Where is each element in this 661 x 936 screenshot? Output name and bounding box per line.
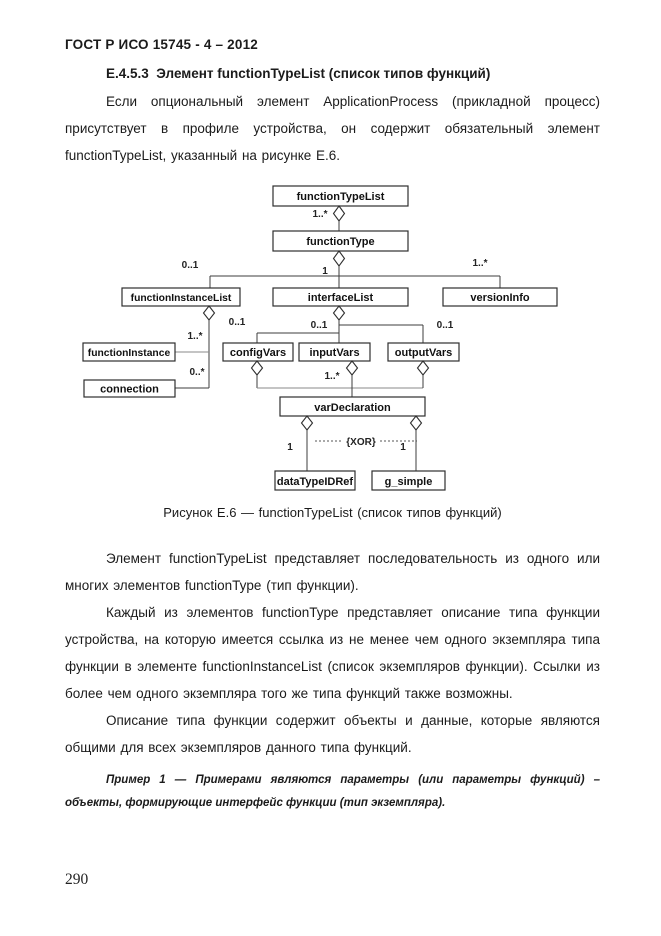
uml-class-functionInstanceList: functionInstanceList <box>121 287 241 307</box>
uml-class-label: functionInstanceList <box>131 293 232 304</box>
aggregation-diamond <box>202 305 216 321</box>
multiplicity-label: 1..* <box>312 209 327 220</box>
multiplicity-label: 0..1 <box>229 317 246 328</box>
multiplicity-label: 0..* <box>189 367 204 378</box>
uml-class-functionType: functionType <box>272 230 409 252</box>
figure-caption: Рисунок Е.6 — functionTypeList (список т… <box>163 505 502 520</box>
uml-class-g_simple: g_simple <box>371 470 446 491</box>
uml-class-functionTypeList: functionTypeList <box>272 185 409 207</box>
multiplicity-labels: 1..* 1 0..1 1..* 0..1 1..* 0..* 0..1 0..… <box>182 209 488 453</box>
xor-constraint-label: {XOR} <box>346 437 376 448</box>
multiplicity-label: 0..1 <box>311 320 328 331</box>
aggregation-diamond <box>332 305 346 321</box>
paragraph-after-figure-1: Элемент functionTypeList представляет по… <box>65 551 600 593</box>
uml-class-configVars: configVars <box>222 342 294 362</box>
aggregation-diamond <box>409 415 423 431</box>
multiplicity-label: 0..1 <box>437 320 454 331</box>
figure-e6: functionTypeList functionType functionIn… <box>65 183 600 493</box>
multiplicity-label: 0..1 <box>182 260 199 271</box>
aggregation-diamond <box>332 205 346 222</box>
uml-class-outputVars: outputVars <box>387 342 460 362</box>
multiplicity-label: 1 <box>322 266 328 277</box>
document-header: ГОСТ Р ИСО 15745 - 4 – 2012 <box>65 37 258 52</box>
figure-e6-diagram: functionTypeList functionType functionIn… <box>82 185 558 491</box>
uml-class-label: interfaceList <box>308 292 374 304</box>
multiplicity-label: 1 <box>400 442 406 453</box>
aggregation-diamond <box>345 360 359 376</box>
aggregation-diamond <box>332 250 346 267</box>
aggregation-diamonds <box>202 205 430 431</box>
section-heading: Е.4.5.3 Элемент functionTypeList (список… <box>106 66 491 81</box>
uml-class-label: versionInfo <box>470 292 530 304</box>
paragraph-intro: Если опциональный элемент ApplicationPro… <box>65 94 600 163</box>
multiplicity-label: 1 <box>287 442 293 453</box>
aggregation-diamond <box>300 415 314 431</box>
multiplicity-label: 1..* <box>187 331 202 342</box>
uml-class-label: varDeclaration <box>314 402 391 414</box>
aggregation-diamond <box>416 360 430 376</box>
uml-class-label: configVars <box>230 347 286 359</box>
page-number: 290 <box>65 871 89 888</box>
paragraph-after-figure-3: Описание типа функции содержит объекты и… <box>65 713 600 755</box>
uml-class-label: dataTypeIDRef <box>277 476 354 488</box>
uml-class-functionInstance: functionInstance <box>82 342 176 362</box>
uml-class-label: outputVars <box>395 347 452 359</box>
connector-lines <box>175 206 501 471</box>
uml-class-label: functionTypeList <box>297 191 385 203</box>
uml-class-varDeclaration: varDeclaration <box>279 396 426 417</box>
uml-class-label: functionInstance <box>88 348 171 359</box>
uml-class-inputVars: inputVars <box>298 342 371 362</box>
uml-class-label: connection <box>100 384 159 396</box>
uml-class-connection: connection <box>83 379 176 398</box>
uml-class-dataTypeIDRef: dataTypeIDRef <box>274 470 356 491</box>
uml-class-versionInfo: versionInfo <box>442 287 558 307</box>
paragraph-example: Пример 1 — Примерами являются параметры … <box>65 774 600 809</box>
multiplicity-label: 1..* <box>472 258 487 269</box>
uml-class-interfaceList: interfaceList <box>272 287 409 307</box>
uml-class-label: inputVars <box>309 347 359 359</box>
multiplicity-label: 1..* <box>324 371 339 382</box>
uml-class-label: functionType <box>306 236 374 248</box>
aggregation-diamond <box>250 360 264 376</box>
uml-class-label: g_simple <box>385 476 433 488</box>
paragraph-after-figure-2: Каждый из элементов functionType предста… <box>65 605 600 701</box>
